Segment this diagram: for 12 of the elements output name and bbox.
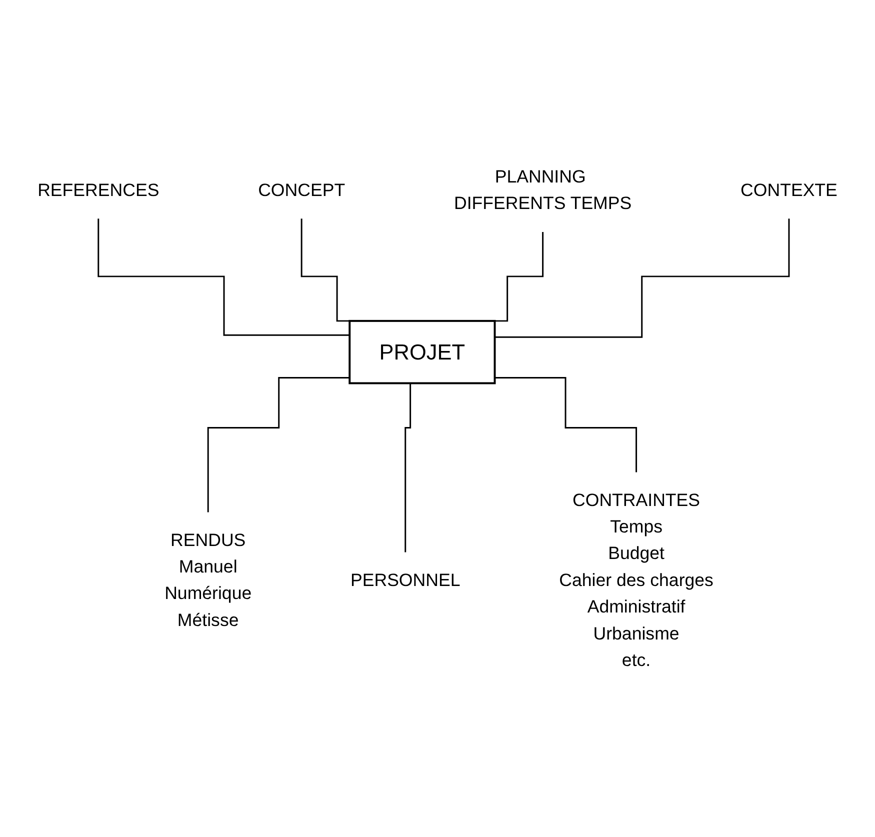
connector [494,218,790,338]
connector [207,376,350,513]
node-text: CONCEPT [258,180,346,200]
node-text: RENDUS Manuel Numérique Métisse [164,530,252,630]
node-text: PERSONNEL [350,570,460,590]
connector [98,218,350,336]
node-box: PROJET [348,320,496,384]
connector [494,376,638,473]
node-text: CONTRAINTES Temps Budget Cahier des charges Administratif Urbanisme etc. [559,490,714,670]
node-text: PLANNING DIFFERENTS TEMPS [454,166,632,213]
node-text: CONTEXTE [740,180,838,200]
node-text: REFERENCES [38,180,160,200]
